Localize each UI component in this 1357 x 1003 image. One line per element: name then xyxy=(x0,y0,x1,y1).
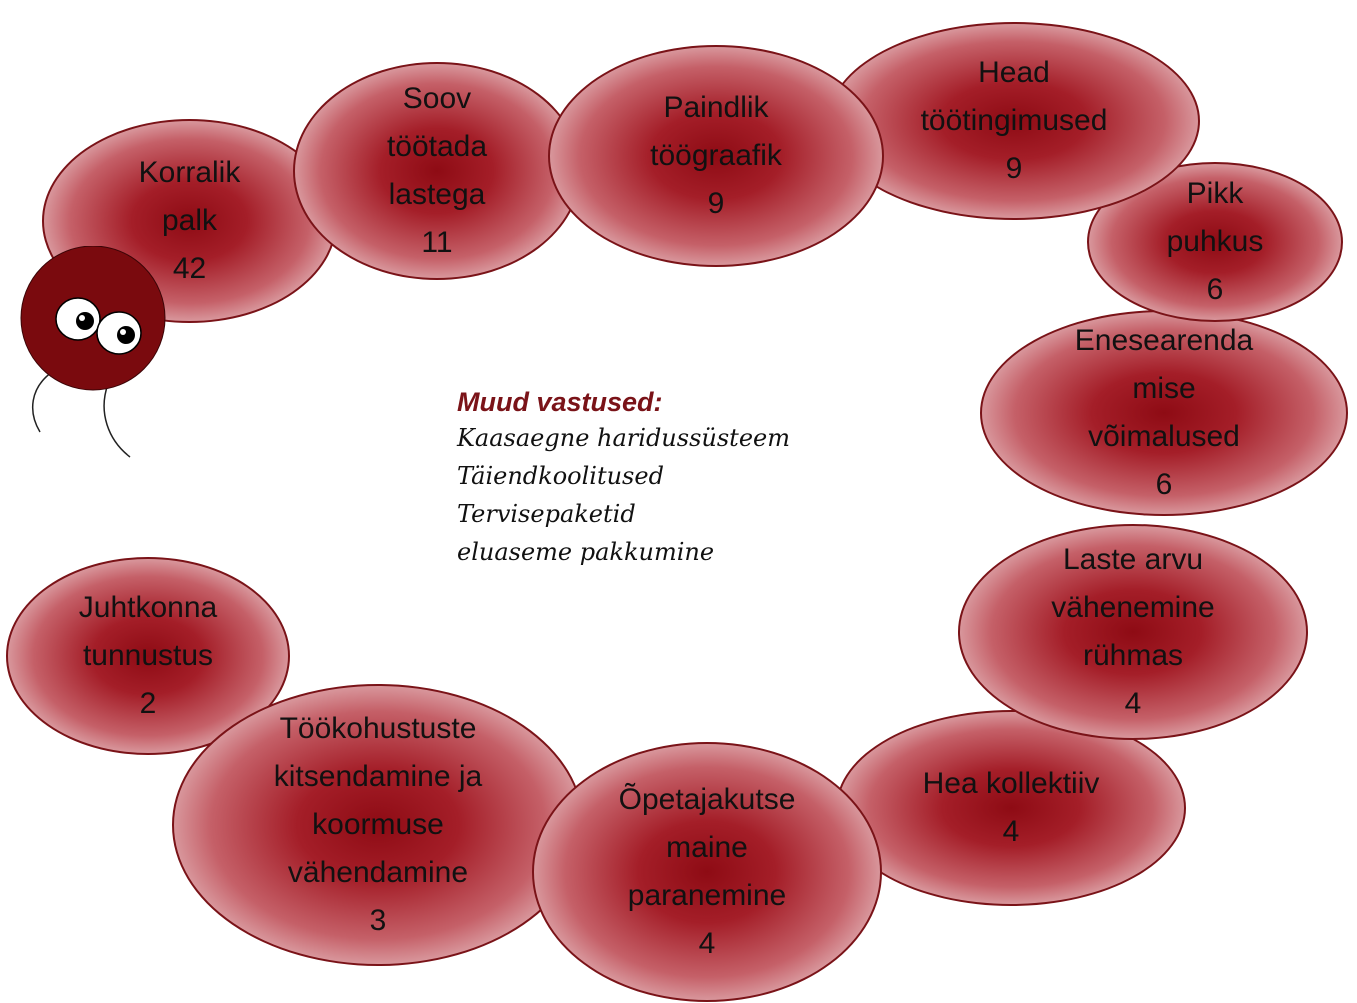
other-answer-item: Kaasaegne haridussüsteem xyxy=(457,424,790,452)
segment-count: 42 xyxy=(172,252,207,285)
segment-count: 9 xyxy=(1005,152,1023,185)
segment-label-line: Õpetajakutse xyxy=(618,783,796,816)
segment-tookohustuste-kitsendamine: Töökohustuste kitsendamine ja koormuse v… xyxy=(172,684,584,966)
segment-label-line: Soov xyxy=(402,82,472,115)
segment-label-line: koormuse xyxy=(312,808,444,841)
right-eye-icon xyxy=(96,311,142,355)
segment-label-line: töötingimused xyxy=(920,104,1108,137)
segment-count: 6 xyxy=(1155,468,1173,501)
segment-count: 11 xyxy=(421,226,453,259)
other-answer-item: eluaseme pakkumine xyxy=(457,538,715,566)
right-antenna xyxy=(103,383,131,458)
segment-label-line: Laste arvu xyxy=(1062,543,1204,576)
segment-soov-tootada-lastega: Soov töötada lastega 11 xyxy=(293,62,581,280)
segment-count: 4 xyxy=(1124,687,1142,720)
segment-label-line: Enesearenda xyxy=(1074,324,1254,357)
other-answers-title: Muud vastused: xyxy=(457,387,663,417)
segment-hea-kollektiiv: Hea kollektiiv 4 xyxy=(836,710,1186,906)
segment-label-line: Korralik xyxy=(138,156,241,189)
segment-count: 2 xyxy=(139,687,157,720)
segment-label-line: Juhtkonna xyxy=(78,591,218,624)
segment-label-line: Head xyxy=(978,56,1050,89)
segment-label-line: puhkus xyxy=(1166,225,1264,258)
segment-label-line: paranemine xyxy=(627,879,787,912)
segment-label-line: tunnustus xyxy=(82,639,214,672)
other-answer-item: Tervisepaketid xyxy=(457,500,636,528)
other-answers: Muud vastused: Kaasaegne haridussüsteem … xyxy=(457,385,897,571)
segment-label-line: Hea kollektiiv xyxy=(922,767,1100,800)
segment-label-line: maine xyxy=(666,831,748,864)
segment-count: 9 xyxy=(707,187,725,220)
segment-paindlik-toograafik: Paindlik töögraafik 9 xyxy=(548,45,884,267)
segment-count: 3 xyxy=(369,904,387,937)
segment-eneserarenduse-voimalused: Enesearenda mise võimalused 6 xyxy=(980,310,1348,516)
other-answers-list: Kaasaegne haridussüsteem Täiendkoolituse… xyxy=(457,419,897,571)
segment-label-line: lastega xyxy=(388,178,486,211)
other-answer-item: Täiendkoolitused xyxy=(457,462,664,490)
segment-label-line: Paindlik xyxy=(663,91,769,124)
segment-opetajakutse-maine: Õpetajakutse maine paranemine 4 xyxy=(532,742,882,1002)
segment-juhtkonna-tunnustus: Juhtkonna tunnustus 2 xyxy=(6,557,290,755)
segment-count: 4 xyxy=(1002,815,1020,848)
segment-label-line: töötada xyxy=(386,130,488,163)
segment-head-tootingimused: Head töötingimused 9 xyxy=(828,22,1200,220)
caterpillar-head xyxy=(20,246,166,391)
segment-label-line: Pikk xyxy=(1186,177,1244,210)
left-antenna xyxy=(32,371,53,433)
segment-label-line: Töökohustuste xyxy=(279,712,477,745)
segment-label-line: töögraafik xyxy=(650,139,782,172)
segment-count: 6 xyxy=(1206,273,1224,306)
segment-label-line: võimalused xyxy=(1088,420,1240,453)
segment-laste-arvu-vahenemine: Laste arvu vähenemine rühmas 4 xyxy=(958,524,1308,740)
segment-label-line: rühmas xyxy=(1082,639,1184,672)
segment-label-line: vähenemine xyxy=(1051,591,1215,624)
segment-label-line: palk xyxy=(161,204,218,237)
left-eye-icon xyxy=(55,297,101,341)
segment-label-line: mise xyxy=(1132,372,1196,405)
segment-count: 4 xyxy=(698,927,716,960)
segment-label-line: kitsendamine ja xyxy=(273,760,483,793)
segment-label-line: vähendamine xyxy=(287,856,469,889)
